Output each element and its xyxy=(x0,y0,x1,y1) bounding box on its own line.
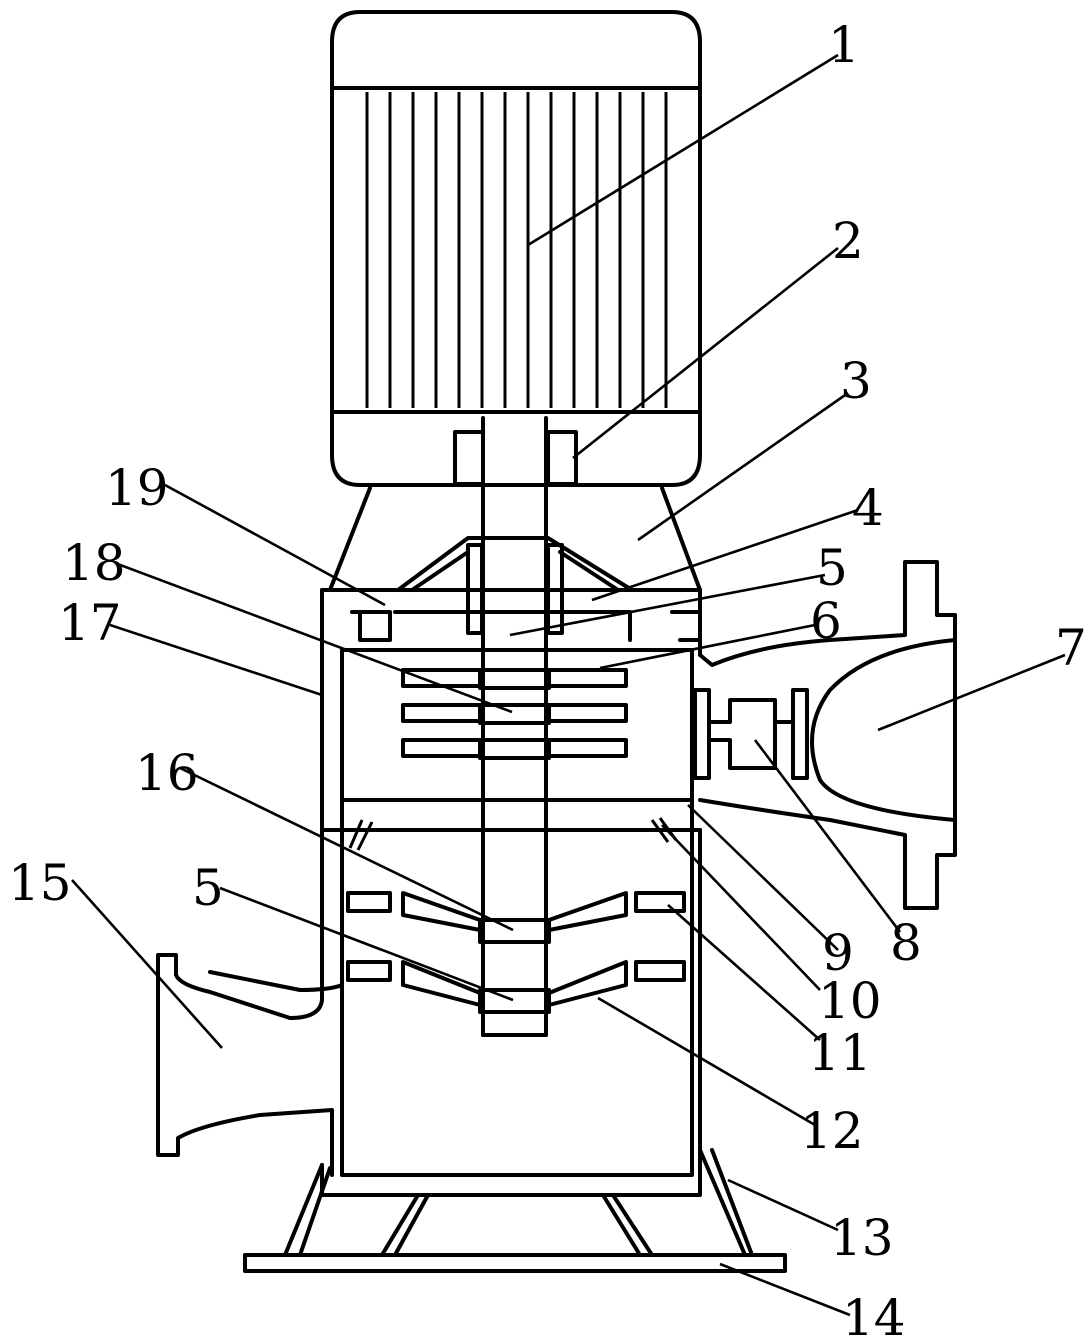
leader-lines xyxy=(71,53,1066,1317)
label-10: 10 xyxy=(818,972,882,1030)
outlet-pipe xyxy=(698,560,957,910)
base-stand xyxy=(243,1148,787,1273)
label-6: 6 xyxy=(810,592,842,650)
upper-casing xyxy=(320,588,702,832)
lower-casing xyxy=(320,798,702,1197)
inlet-pipe xyxy=(156,953,344,1177)
label-5-bottom: 5 xyxy=(192,859,224,917)
label-15: 15 xyxy=(8,854,72,912)
part-labels: 1 2 3 4 5 6 7 8 9 10 11 12 13 14 15 16 5… xyxy=(8,16,1087,1343)
label-17: 17 xyxy=(58,594,122,652)
label-2: 2 xyxy=(832,212,864,270)
label-18: 18 xyxy=(62,534,126,592)
label-13: 13 xyxy=(830,1209,894,1267)
motor xyxy=(330,10,702,487)
label-3: 3 xyxy=(840,352,872,410)
label-14: 14 xyxy=(842,1289,906,1343)
label-4: 4 xyxy=(852,479,884,537)
label-12: 12 xyxy=(800,1102,864,1160)
label-11: 11 xyxy=(808,1024,872,1082)
label-5-top: 5 xyxy=(816,539,848,597)
label-1: 1 xyxy=(828,16,860,74)
label-8: 8 xyxy=(890,914,922,972)
shaft xyxy=(478,416,551,1037)
label-19: 19 xyxy=(105,459,169,517)
label-7: 7 xyxy=(1055,619,1087,677)
label-9: 9 xyxy=(822,924,854,982)
valve xyxy=(693,688,809,780)
label-16: 16 xyxy=(135,744,199,802)
